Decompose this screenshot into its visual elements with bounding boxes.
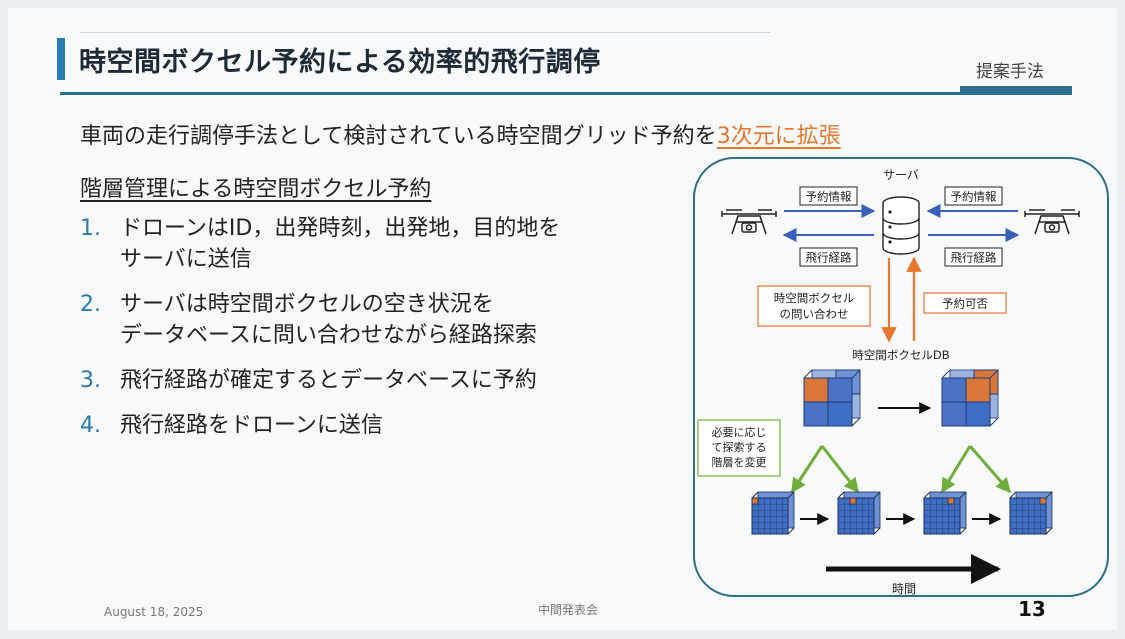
step-number: 4.: [80, 413, 101, 438]
step-text: ドローンはID，出発時刻，出発地，目的地を サーバに送信: [120, 216, 561, 272]
diagram-frame: [693, 157, 1109, 597]
footer-event: 中間発表会: [538, 603, 599, 617]
title-rule: [60, 92, 1072, 95]
arrow-hier: [790, 445, 824, 494]
headline: 車両の走行調停手法として検討されている時空間グリッド予約を3次元に拡張: [80, 118, 841, 150]
slide-title: 時空間ボクセル予約による効率的飛行調停: [79, 47, 601, 78]
voxel-cube-small: [751, 491, 795, 535]
step-item: 1. ドローンはID，出発時刻，出発地，目的地を サーバに送信: [80, 213, 690, 275]
step-text: 飛行経路をドローンに送信: [120, 413, 383, 438]
page-number: 13: [1018, 597, 1046, 621]
label-route-right: 飛行経路: [951, 251, 997, 265]
arrow-hier: [968, 445, 1012, 494]
step-number: 3.: [80, 368, 101, 393]
step-number: 2.: [80, 292, 101, 317]
title-accent-bar: [57, 38, 65, 80]
headline-main: 車両の走行調停手法として検討されている時空間グリッド予約を: [80, 124, 717, 149]
hier-line3: 階層を変更: [712, 455, 767, 469]
hier-line1: 必要に応じ: [712, 425, 767, 439]
headline-highlight: 3次元に拡張: [716, 124, 841, 149]
arrow-hier: [820, 445, 860, 494]
subheading: 階層管理による時空間ボクセル予約: [80, 177, 432, 202]
db-label: 時空間ボクセルDB: [852, 348, 949, 362]
label-route-left: 飛行経路: [806, 251, 852, 265]
database-icon: [882, 196, 920, 255]
drone-icon: [1024, 209, 1080, 235]
label-query-line1: 時空間ボクセル: [774, 291, 855, 305]
voxel-cube-small: [923, 491, 967, 535]
voxel-cube-small: [1009, 491, 1053, 535]
section-tag-rule: [960, 86, 1072, 95]
title-top-line: [80, 32, 770, 33]
step-text: 飛行経路が確定するとデータベースに予約: [120, 368, 537, 393]
step-item: 3. 飛行経路が確定するとデータベースに予約: [80, 365, 690, 396]
voxel-cube-small: [837, 491, 881, 535]
label-reservation-left: 予約情報: [806, 190, 852, 204]
server-label: サーバ: [883, 168, 919, 182]
section-tag: 提案手法: [976, 62, 1044, 82]
drone-icon: [721, 209, 777, 235]
footer-date: August 18, 2025: [104, 605, 204, 619]
step-item: 2. サーバは時空間ボクセルの空き状況を データベースに問い合わせながら経路探索: [80, 289, 690, 351]
step-item: 4. 飛行経路をドローンに送信: [80, 410, 690, 441]
hier-line2: て探索する: [712, 440, 767, 454]
label-reply: 予約可否: [942, 297, 988, 311]
step-text: サーバは時空間ボクセルの空き状況を データベースに問い合わせながら経路探索: [120, 292, 537, 348]
voxel-cube-large: [941, 369, 999, 427]
step-number: 1.: [80, 216, 101, 241]
arrow-hier: [940, 445, 972, 494]
step-list: 1. ドローンはID，出発時刻，出発地，目的地を サーバに送信 2. サーバは時…: [80, 213, 690, 455]
label-reservation-right: 予約情報: [951, 190, 997, 204]
voxel-cube-large: [803, 369, 861, 427]
label-query-line2: の問い合わせ: [780, 307, 849, 321]
time-label: 時間: [892, 582, 916, 596]
system-diagram: サーバ 予約情報 飛行経路: [693, 157, 1109, 597]
